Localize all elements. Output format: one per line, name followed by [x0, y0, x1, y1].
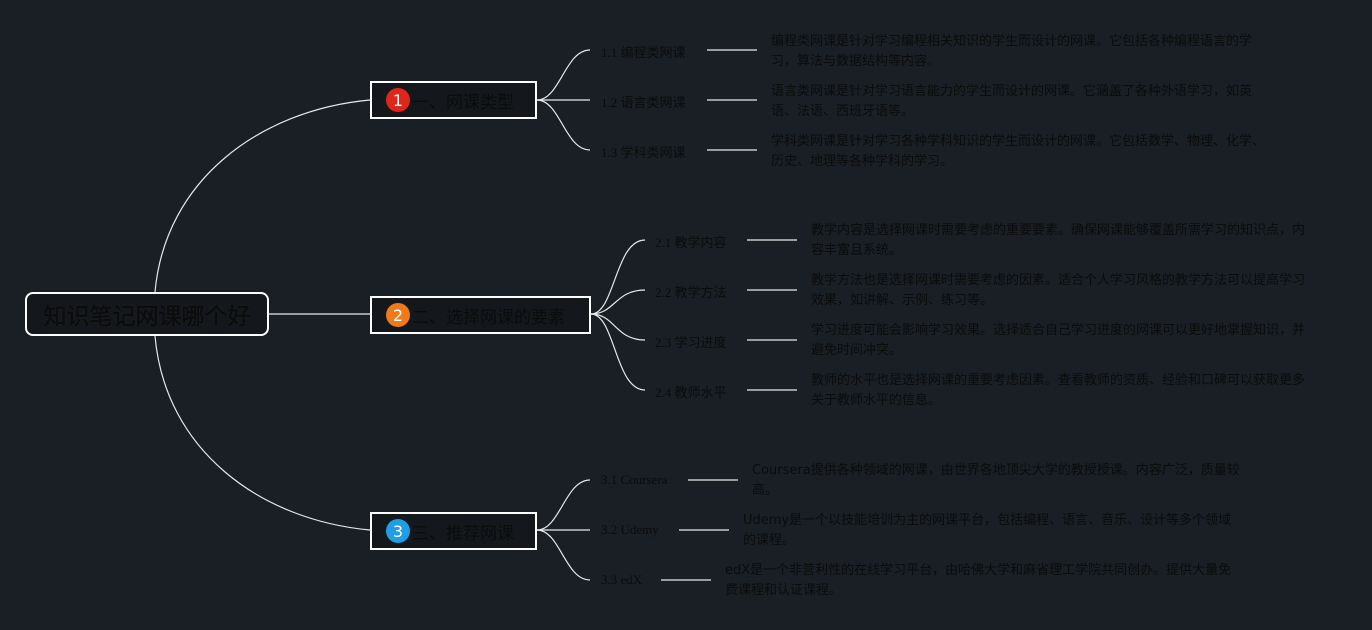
- topic-3-3[interactable]: 3.3 edX: [601, 572, 643, 587]
- topic-2-2[interactable]: 2.2 教学方法: [655, 285, 727, 300]
- topic-2-3-note: 学习进度可能会影响学习效果。选择适合自己学习进度的网课可以更好地掌握知识，并避免…: [811, 323, 1306, 358]
- topic-1-1[interactable]: 1.1 编程类网课: [601, 45, 686, 60]
- connector-branch-2-topic-2: [590, 289, 646, 315]
- branch-label: 二、选择网课的要素: [412, 307, 565, 328]
- priority-1-icon: 1: [386, 88, 410, 112]
- root-node[interactable]: 知识笔记网课哪个好: [25, 292, 269, 336]
- connector-branch-3-topic-1: [536, 479, 591, 531]
- priority-2-icon: 2: [386, 303, 410, 327]
- priority-3-icon: 3: [386, 519, 410, 543]
- root-title: 知识笔记网课哪个好: [43, 304, 251, 330]
- topic-1-3[interactable]: 1.3 学科类网课: [601, 145, 686, 160]
- topic-1-1-note: 编程类网课是针对学习编程相关知识的学生而设计的网课。它包括各种编程语言的学习，算…: [771, 34, 1253, 69]
- topic-2-1[interactable]: 2.1 教学内容: [655, 235, 727, 250]
- connector-branch-2-topic-4: [590, 313, 646, 391]
- topic-2-1-note: 教学内容是选择网课时需要考虑的重要要素。确保网课能够覆盖所需学习的知识点，内容丰…: [811, 223, 1306, 258]
- branch-node-2[interactable]: 2 二、选择网课的要素: [370, 296, 591, 334]
- topic-2-3[interactable]: 2.3 学习进度: [655, 335, 727, 350]
- branch-node-3[interactable]: 3 三、推荐网课: [370, 512, 537, 550]
- topic-3-1[interactable]: 3.1 Coursera: [601, 472, 668, 487]
- connector-root-branch-1: [154, 99, 371, 293]
- topic-1-3-note: 学科类网课是针对学习各种学科知识的学生而设计的网课。它包括数学、物理、化学、历史…: [771, 134, 1266, 169]
- connector-branch-2-topic-3: [590, 313, 646, 341]
- topic-3-2-note: Udemy是一个以技能培训为主的网课平台，包括编程、语言、音乐、设计等多个领域的…: [743, 513, 1232, 548]
- topic-1-2-note: 语言类网课是针对学习语言能力的学生而设计的网课。它涵盖了各种外语学习，如英语、法…: [771, 84, 1253, 119]
- branch-label: 一、网课类型: [412, 92, 514, 113]
- connector-branch-1-topic-3: [536, 99, 591, 151]
- connector-branch-2-topic-1: [590, 239, 646, 315]
- connector-branch-3-topic-3: [536, 529, 591, 581]
- topic-2-2-note: 教学方法也是选择网课时需要考虑的因素。适合个人学习风格的教学方法可以提高学习效果…: [811, 273, 1306, 308]
- topic-3-3-note: edX是一个非营利性的在线学习平台，由哈佛大学和麻省理工学院共同创办。提供大量免…: [725, 563, 1232, 598]
- topic-3-1-note: Coursera提供各种领域的网课，由世界各地顶尖大学的教授授课。内容广泛，质量…: [752, 463, 1240, 498]
- topic-1-2[interactable]: 1.2 语言类网课: [601, 95, 686, 110]
- topic-2-4-note: 教师的水平也是选择网课的重要考虑因素。查看教师的资质、经验和口碑可以获取更多关于…: [811, 373, 1306, 408]
- topic-3-2[interactable]: 3.2 Udemy: [601, 522, 659, 537]
- branch-label: 三、推荐网课: [412, 523, 514, 544]
- connector-branch-1-topic-1: [536, 49, 591, 101]
- branch-node-1[interactable]: 1 一、网课类型: [370, 81, 537, 119]
- topic-2-4[interactable]: 2.4 教师水平: [655, 385, 727, 400]
- connector-root-branch-3: [154, 335, 371, 531]
